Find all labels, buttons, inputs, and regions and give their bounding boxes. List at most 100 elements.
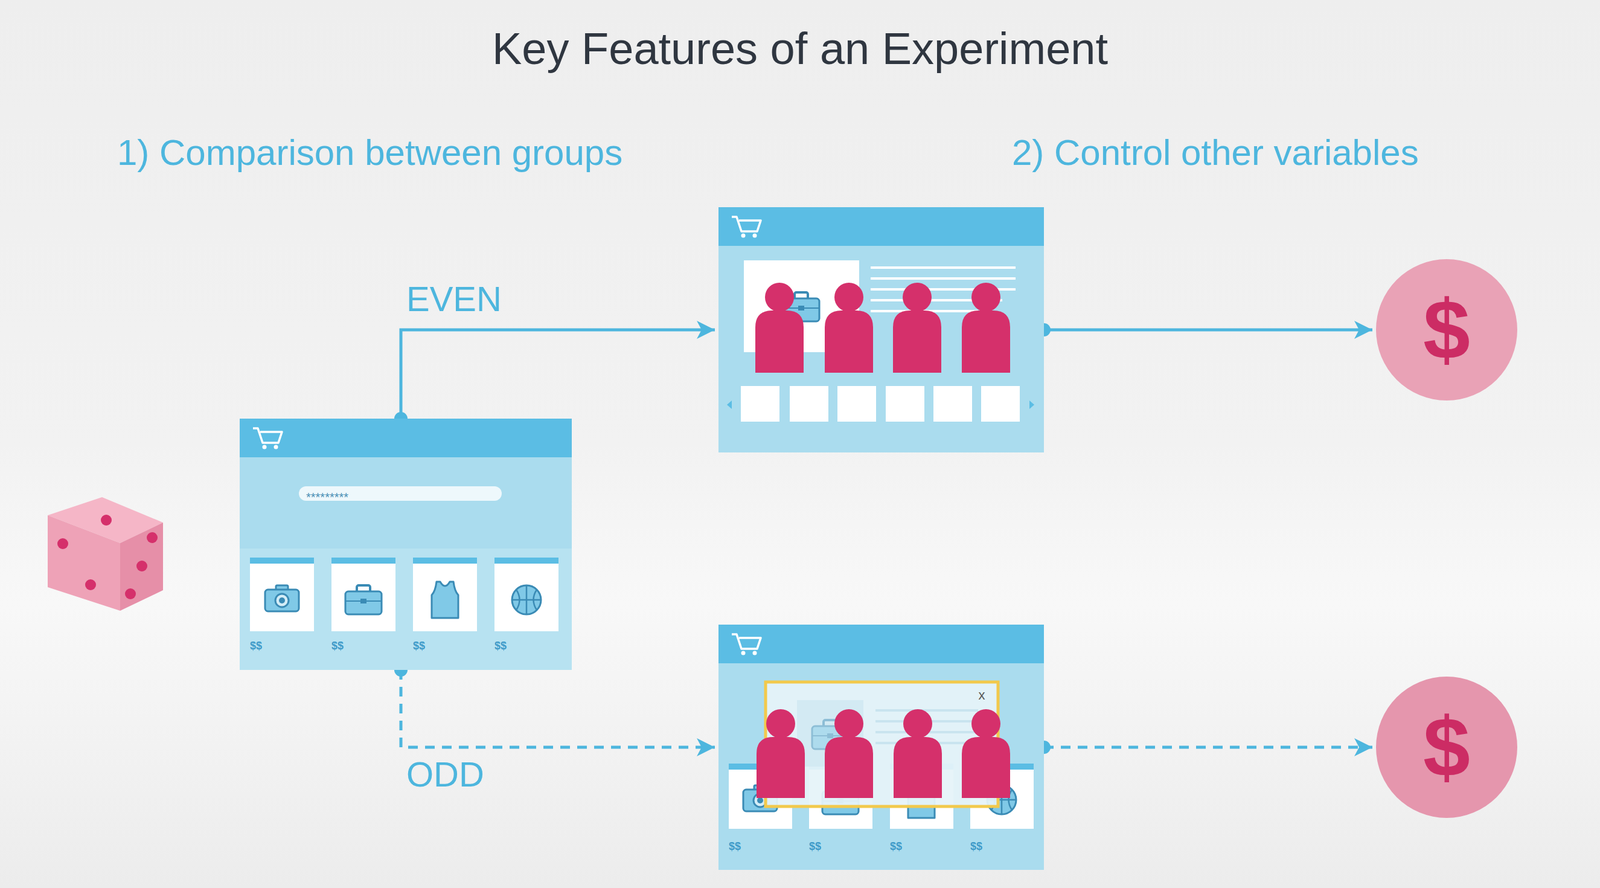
person-head xyxy=(834,282,864,312)
connector-arrow xyxy=(400,329,715,419)
cart-wheel xyxy=(262,444,267,450)
price-tag: $$ xyxy=(809,839,822,854)
text-slot: $$ xyxy=(809,839,822,854)
product-card xyxy=(249,557,314,631)
browser-window xyxy=(718,207,1044,453)
person-head xyxy=(903,708,933,738)
tanktop-icon xyxy=(431,581,459,618)
thumbnail xyxy=(885,385,925,422)
camera-icon xyxy=(265,585,299,612)
dice-pip xyxy=(124,588,136,599)
text-slot: $$ xyxy=(728,839,741,854)
edge-label-slot: EVEN xyxy=(406,277,502,320)
window-header xyxy=(239,418,572,458)
dollar-sign: $ xyxy=(1423,704,1471,790)
person-head xyxy=(766,708,796,738)
price-tag: $$ xyxy=(889,839,903,854)
dice-pip xyxy=(85,579,96,590)
dice-pip xyxy=(57,537,69,549)
cart-wheel xyxy=(274,444,279,450)
revenue-circle: $ xyxy=(1376,676,1518,818)
briefcase-lock xyxy=(360,598,367,604)
ball-body xyxy=(512,585,541,615)
node-shape xyxy=(718,207,1044,453)
person-figure xyxy=(756,708,805,798)
person-figure xyxy=(961,708,1011,798)
price-tag: $$ xyxy=(970,839,983,854)
label-slot: 2) Control other variables xyxy=(1011,131,1419,175)
product-card-strip xyxy=(331,557,396,564)
person-body xyxy=(961,736,1011,798)
camera-body xyxy=(265,589,299,612)
text-line xyxy=(870,277,1016,280)
window-body xyxy=(718,624,1044,870)
text-line xyxy=(870,266,1016,269)
product-card-strip xyxy=(412,557,477,564)
branch-label: EVEN xyxy=(406,277,502,320)
dice-right xyxy=(120,522,164,611)
person-head xyxy=(764,282,794,312)
camera-lens-core xyxy=(278,597,285,604)
person-body xyxy=(756,736,805,798)
label-slot: 1) Comparison between groups xyxy=(117,131,623,175)
dice-pip xyxy=(100,514,112,526)
thumbnail xyxy=(981,385,1020,422)
person-body xyxy=(892,310,942,373)
person-figure xyxy=(755,282,804,373)
revenue-circle: $ xyxy=(1376,259,1518,401)
person-figure xyxy=(961,282,1011,373)
text-slot: $ xyxy=(1423,704,1471,790)
scroll-arrow xyxy=(726,400,732,409)
product-card xyxy=(331,557,396,631)
price-tag: $$ xyxy=(728,839,741,854)
dice-left xyxy=(47,515,121,611)
dice-pip xyxy=(146,531,158,543)
window-body xyxy=(718,207,1044,453)
window-body xyxy=(239,418,572,670)
text-slot: $$ xyxy=(331,639,344,653)
briefcase-lock xyxy=(798,305,805,311)
person-figure xyxy=(824,708,874,798)
person-figure xyxy=(893,708,942,798)
person-body xyxy=(893,736,942,798)
thumbnail xyxy=(740,385,780,422)
briefcase-lock xyxy=(827,732,834,738)
thumbnail xyxy=(837,385,877,422)
text-slot: x xyxy=(978,688,986,702)
browser-window: *********$$$$$$$$ xyxy=(239,418,572,670)
price-tag: $$ xyxy=(331,639,344,653)
cart-icon xyxy=(731,633,761,656)
camera-lens xyxy=(275,593,289,607)
briefcase-body xyxy=(345,591,382,615)
price-tag: $$ xyxy=(412,639,426,653)
close-mark: x xyxy=(978,688,986,702)
product-card-strip xyxy=(494,557,559,564)
section-heading: 2) Control other variables xyxy=(1011,131,1419,175)
person-figure xyxy=(892,282,942,373)
window-header xyxy=(718,624,1044,663)
dollar-sign: $ xyxy=(1423,287,1471,372)
slide-title: Key Features of an Experiment xyxy=(492,22,1108,77)
person-body xyxy=(961,310,1011,373)
cart-wheel xyxy=(752,233,758,238)
person-head xyxy=(834,708,864,738)
person-head xyxy=(971,282,1001,312)
cart-body xyxy=(731,216,761,232)
person-figure xyxy=(824,282,874,373)
window-header xyxy=(718,207,1044,246)
person-body xyxy=(824,736,874,798)
product-card-strip xyxy=(249,557,314,564)
ball-icon xyxy=(512,585,541,615)
coin-circle xyxy=(1376,259,1518,401)
node-shape xyxy=(239,418,572,670)
thumbnail xyxy=(933,385,973,422)
dice-icon xyxy=(47,496,164,611)
connector-arrow xyxy=(400,669,715,747)
cart-wheel xyxy=(752,650,758,656)
cart-body xyxy=(252,428,282,443)
cart-wheel xyxy=(741,233,746,238)
text-slot: $$ xyxy=(889,839,903,854)
node-shape xyxy=(718,624,1044,870)
cart-wheel xyxy=(741,650,746,656)
